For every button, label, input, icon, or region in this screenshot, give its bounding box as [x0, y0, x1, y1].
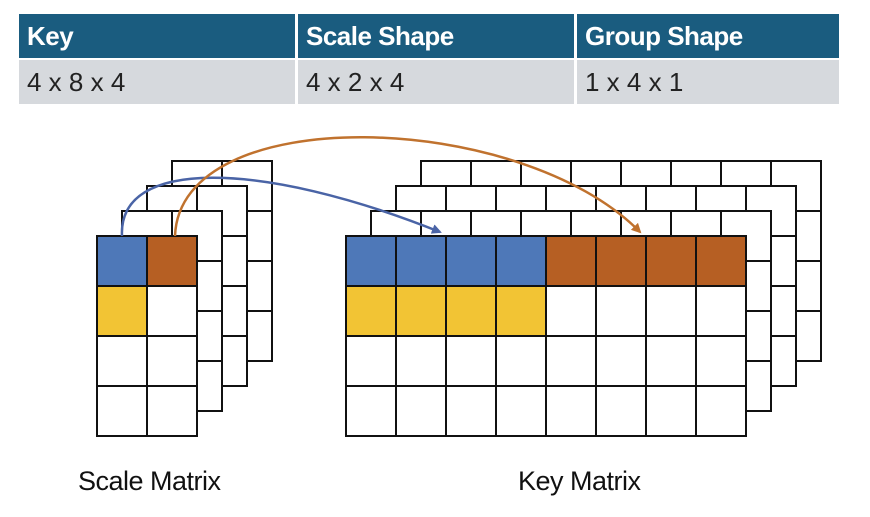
- scale-matrix-cell: [96, 335, 148, 387]
- key-matrix-cell: [545, 285, 597, 337]
- key-matrix-cell: [395, 335, 447, 387]
- scale-matrix-cell: [146, 285, 198, 337]
- key-matrix-cell: [495, 285, 547, 337]
- scale-matrix-cell: [96, 285, 148, 337]
- key-matrix-cell: [345, 335, 397, 387]
- key-matrix-cell: [645, 385, 697, 437]
- key-matrix-cell: [445, 385, 497, 437]
- key-matrix-cell: [695, 335, 747, 387]
- scale-matrix-cell: [146, 385, 198, 437]
- key-matrix-cell: [445, 335, 497, 387]
- key-matrix-cell: [695, 235, 747, 287]
- key-matrix-cell: [345, 235, 397, 287]
- shape-table: Key Scale Shape Group Shape 4 x 8 x 4 4 …: [16, 12, 842, 106]
- key-matrix-cell: [595, 385, 647, 437]
- key-matrix-cell: [595, 235, 647, 287]
- key-matrix-cell: [445, 285, 497, 337]
- key-matrix-caption: Key Matrix: [518, 466, 641, 496]
- key-matrix-cell: [495, 385, 547, 437]
- key-matrix-cell: [495, 335, 547, 387]
- key-matrix-cell: [345, 285, 397, 337]
- key-matrix-cell: [545, 335, 597, 387]
- key-matrix-cell: [395, 285, 447, 337]
- scale-matrix-cell: [96, 385, 148, 437]
- header-group-shape: Group Shape: [577, 14, 839, 58]
- scale-matrix-cell: [96, 235, 148, 287]
- table-row: 4 x 8 x 4 4 x 2 x 4 1 x 4 x 1: [19, 60, 839, 104]
- blue-mapping-arrow: [120, 176, 442, 237]
- key-matrix-cell: [545, 235, 597, 287]
- scale-matrix: [96, 160, 273, 437]
- key-matrix-layer-0: [345, 235, 747, 437]
- key-matrix-cell: [545, 385, 597, 437]
- key-matrix-cell: [695, 385, 747, 437]
- scale-matrix-layer-0: [96, 235, 198, 437]
- key-matrix-cell: [645, 235, 697, 287]
- key-matrix-cell: [695, 285, 747, 337]
- key-matrix-cell: [495, 235, 547, 287]
- table-header-row: Key Scale Shape Group Shape: [19, 14, 839, 58]
- cell-scale-shape: 4 x 2 x 4: [298, 60, 574, 104]
- key-matrix-cell: [645, 335, 697, 387]
- header-scale-shape: Scale Shape: [298, 14, 574, 58]
- key-matrix-cell: [445, 235, 497, 287]
- scale-matrix-caption: Scale Matrix: [78, 466, 221, 496]
- key-matrix-cell: [645, 285, 697, 337]
- key-matrix: [345, 160, 822, 437]
- key-matrix-cell: [395, 235, 447, 287]
- key-matrix-cell: [395, 385, 447, 437]
- key-matrix-cell: [595, 335, 647, 387]
- scale-matrix-cell: [146, 235, 198, 287]
- orange-mapping-arrow: [173, 136, 642, 237]
- cell-key-shape: 4 x 8 x 4: [19, 60, 295, 104]
- key-matrix-cell: [345, 385, 397, 437]
- scale-matrix-cell: [146, 335, 198, 387]
- header-key: Key: [19, 14, 295, 58]
- key-matrix-cell: [595, 285, 647, 337]
- cell-group-shape: 1 x 4 x 1: [577, 60, 839, 104]
